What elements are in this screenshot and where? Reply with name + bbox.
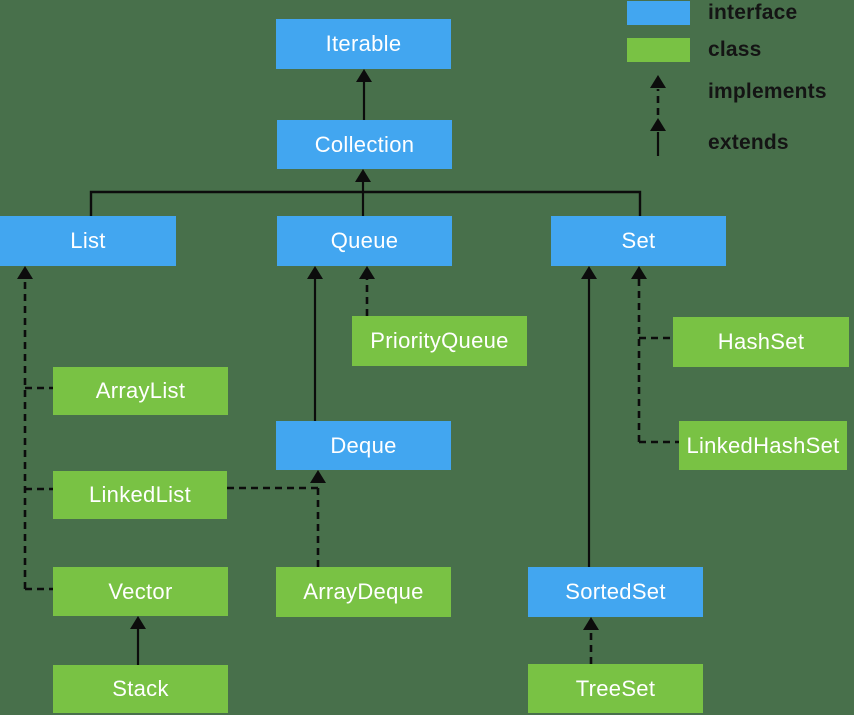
node-label: Deque <box>330 432 397 458</box>
legend-extends-arrow <box>650 118 666 156</box>
node-label: Set <box>621 228 656 253</box>
connector-list-queue-set-trunk <box>89 190 642 216</box>
node-vector: Vector <box>53 567 228 616</box>
node-treeset: TreeSet <box>528 664 703 713</box>
node-label: TreeSet <box>575 675 656 701</box>
node-label: HashSet <box>717 329 805 354</box>
arrow-collection-extends-iterable <box>356 69 372 120</box>
node-label: LinkedHashSet <box>686 432 840 458</box>
node-label: Collection <box>314 131 415 157</box>
node-label: ArrayDeque <box>303 579 424 604</box>
arrow-sortedset-extends-set <box>581 266 597 567</box>
node-arraylist: ArrayList <box>53 367 228 415</box>
arrow-set-implementations <box>631 266 679 444</box>
node-label: Stack <box>112 676 169 701</box>
arrow-list-implementations <box>17 266 53 591</box>
node-priorityqueue: PriorityQueue <box>352 316 527 366</box>
arrow-treeset-implements-sortedset <box>583 617 599 664</box>
node-hashset: HashSet <box>673 317 849 367</box>
node-deque: Deque <box>276 421 451 470</box>
node-stack: Stack <box>53 665 228 713</box>
node-label: ArrayList <box>95 378 186 403</box>
node-label: LinkedList <box>88 482 192 507</box>
legend-class-swatch <box>627 38 690 62</box>
node-set: Set <box>551 216 726 266</box>
legend-class-label: class <box>708 38 762 61</box>
node-label: SortedSet <box>565 579 666 604</box>
node-label: Iterable <box>325 31 402 56</box>
legend-interface-swatch <box>627 1 690 25</box>
node-queue: Queue <box>277 216 452 266</box>
arrow-stack-extends-vector <box>130 616 146 665</box>
node-label: List <box>70 228 106 253</box>
legend-interface-label: interface <box>708 1 798 24</box>
arrow-deque-extends-queue <box>307 266 323 421</box>
node-linkedlist: LinkedList <box>53 471 227 519</box>
arrow-deque-implementations <box>227 470 326 567</box>
node-label: Queue <box>330 228 399 253</box>
legend-implements-arrow <box>650 75 666 115</box>
node-collection: Collection <box>277 120 452 169</box>
node-linkedhashset: LinkedHashSet <box>679 421 847 470</box>
node-label: PriorityQueue <box>370 328 509 353</box>
legend-implements-label: implements <box>708 80 827 103</box>
arrow-subinterfaces-extend-collection <box>355 169 371 216</box>
legend-extends-label: extends <box>708 131 789 154</box>
node-label: Vector <box>108 578 173 604</box>
node-arraydeque: ArrayDeque <box>276 567 451 617</box>
node-iterable: Iterable <box>276 19 451 69</box>
node-sortedset: SortedSet <box>528 567 703 617</box>
node-list: List <box>0 216 176 266</box>
arrow-priorityqueue-implements-queue <box>359 266 375 316</box>
